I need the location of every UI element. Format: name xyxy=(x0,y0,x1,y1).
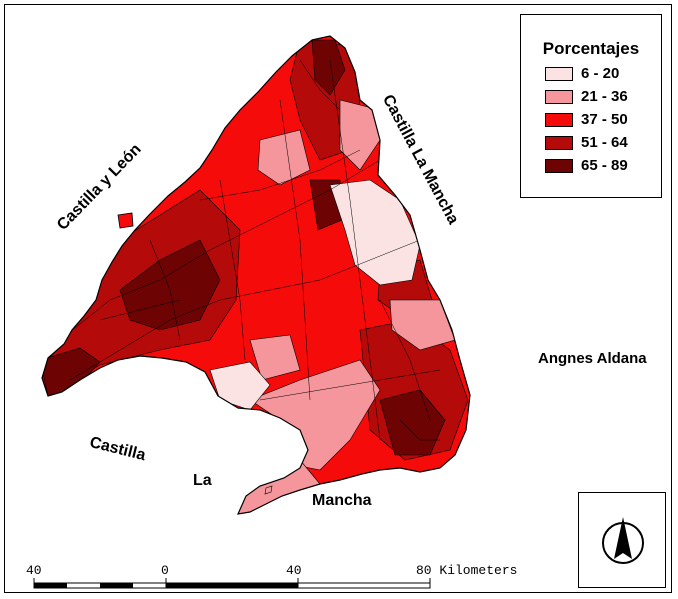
legend-label: 51 - 64 xyxy=(581,134,628,151)
legend: Porcentajes 6 - 20 21 - 36 37 - 50 51 - … xyxy=(520,14,662,198)
label-la: La xyxy=(193,472,212,489)
legend-title: Porcentajes xyxy=(542,39,640,58)
legend-swatch xyxy=(545,159,573,173)
zone-21-36-east xyxy=(389,299,456,351)
author-label: Angnes Aldana xyxy=(538,350,647,367)
legend-swatch xyxy=(545,67,573,81)
legend-swatch xyxy=(545,136,573,150)
municipal-boundaries xyxy=(59,59,441,441)
exclave-south xyxy=(264,485,273,495)
zone-21-36-north xyxy=(257,129,311,186)
legend-swatch xyxy=(545,90,573,104)
zone-21-36-northeast xyxy=(339,99,381,171)
scale-tick-label: 40 xyxy=(26,563,42,578)
scale-tick-label: 80 Kilometers xyxy=(416,563,518,578)
zone-65-89-west xyxy=(119,239,221,331)
zone-65-89-southeast xyxy=(379,389,446,456)
scale-tick-label: 0 xyxy=(161,563,169,578)
scale-tick-label: 40 xyxy=(286,563,302,578)
zone-6-20-southwest xyxy=(209,361,271,411)
legend-swatch xyxy=(545,113,573,127)
north-arrow-icon xyxy=(602,517,644,564)
zone-65-89-north-tip xyxy=(311,39,346,96)
exclave-west xyxy=(117,212,134,229)
scale-bar xyxy=(33,578,431,589)
legend-label: 21 - 36 xyxy=(581,88,628,105)
zone-21-36-center-south xyxy=(249,334,301,381)
legend-label: 37 - 50 xyxy=(581,111,628,128)
north-arrow-box xyxy=(578,492,666,588)
zone-6-20-east xyxy=(329,179,421,286)
label-mancha: Mancha xyxy=(312,492,372,509)
legend-label: 6 - 20 xyxy=(581,65,620,82)
legend-label: 65 - 89 xyxy=(581,157,628,174)
